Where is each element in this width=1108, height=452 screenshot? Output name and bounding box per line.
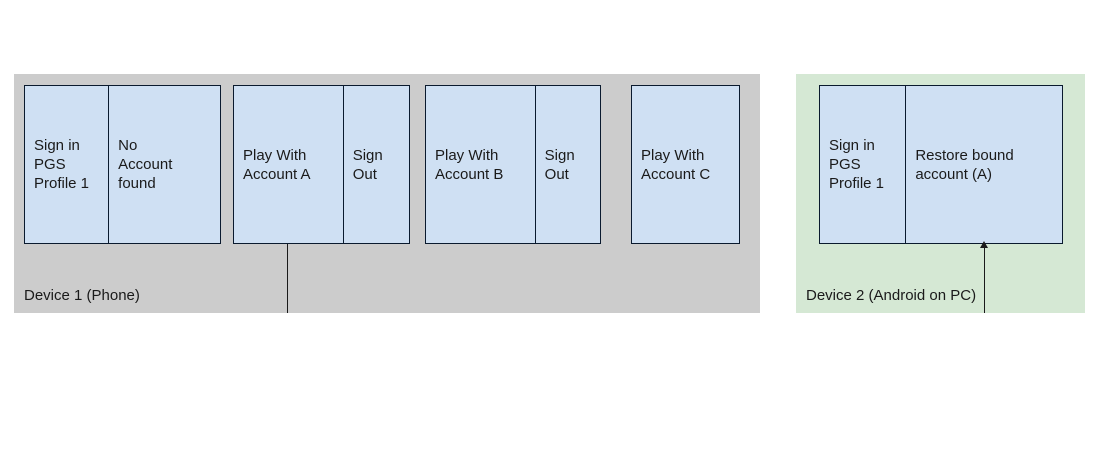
flow-group-restore: Sign in PGS Profile 1 Restore bound acco… bbox=[819, 85, 1063, 244]
connector-line-target bbox=[984, 246, 986, 313]
flow-group-account-a: Play With Account A Sign Out bbox=[233, 85, 410, 244]
node-label: Play With Account C bbox=[641, 146, 711, 183]
flow-group-account-c: Play With Account C bbox=[631, 85, 740, 244]
flow-group-signin-noaccount: Sign in PGS Profile 1 No Account found bbox=[24, 85, 221, 244]
node-sign-out-a[interactable]: Sign Out bbox=[342, 86, 409, 243]
node-play-with-account-c[interactable]: Play With Account C bbox=[632, 86, 739, 243]
node-label: Play With Account B bbox=[435, 146, 504, 183]
device-2-label: Device 2 (Android on PC) bbox=[806, 287, 977, 304]
node-label: Restore bound account (A) bbox=[915, 146, 1014, 183]
node-label: Sign in PGS Profile 1 bbox=[829, 137, 885, 192]
node-sign-in-pgs-profile-1-device2[interactable]: Sign in PGS Profile 1 bbox=[820, 86, 906, 243]
node-label: Sign Out bbox=[544, 146, 575, 183]
node-label: Sign in PGS Profile 1 bbox=[34, 137, 90, 192]
flow-group-account-b: Play With Account B Sign Out bbox=[425, 85, 601, 244]
node-play-with-account-a[interactable]: Play With Account A bbox=[234, 86, 343, 243]
node-label: No Account found bbox=[118, 137, 173, 192]
connector-line-source bbox=[287, 244, 289, 313]
node-play-with-account-b[interactable]: Play With Account B bbox=[426, 86, 535, 243]
device-1-container: Sign in PGS Profile 1 No Account found P… bbox=[14, 74, 760, 313]
node-sign-in-pgs-profile-1[interactable]: Sign in PGS Profile 1 bbox=[25, 86, 109, 243]
device-2-container: Sign in PGS Profile 1 Restore bound acco… bbox=[796, 74, 1085, 313]
node-no-account-found[interactable]: No Account found bbox=[108, 86, 220, 243]
node-label: Sign Out bbox=[352, 146, 383, 183]
node-label: Play With Account A bbox=[243, 146, 311, 183]
node-sign-out-b[interactable]: Sign Out bbox=[534, 86, 600, 243]
node-restore-bound-account-a[interactable]: Restore bound account (A) bbox=[905, 86, 1062, 243]
device-1-label: Device 1 (Phone) bbox=[24, 287, 140, 304]
connector-arrowhead-icon bbox=[980, 241, 988, 248]
